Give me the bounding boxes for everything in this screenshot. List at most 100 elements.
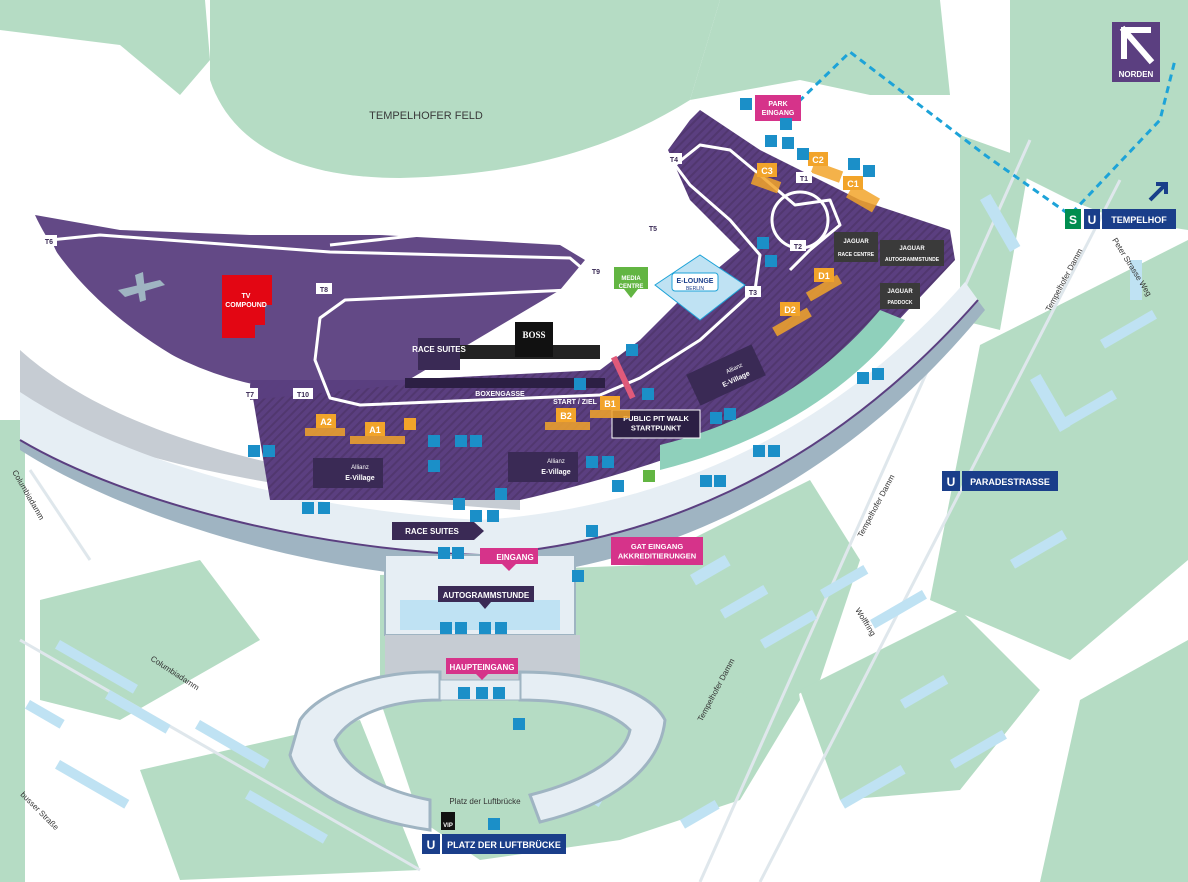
svg-text:AUTOGRAMMSTUNDE: AUTOGRAMMSTUNDE bbox=[885, 257, 940, 263]
accessible-icon bbox=[572, 570, 584, 582]
platz-text-label: Platz der Luftbrücke bbox=[449, 797, 521, 806]
food-icon bbox=[710, 412, 722, 424]
north-label: NORDEN bbox=[1119, 70, 1154, 79]
facility-icons bbox=[248, 98, 884, 830]
screen-icon bbox=[428, 435, 440, 447]
food-icon bbox=[765, 135, 777, 147]
ticket-icon bbox=[780, 118, 792, 130]
svg-text:Allianz: Allianz bbox=[351, 465, 369, 471]
race-track bbox=[48, 143, 842, 407]
svg-text:A2: A2 bbox=[320, 417, 332, 427]
grandstand-c1[interactable]: C1 bbox=[843, 176, 880, 213]
svg-text:C2: C2 bbox=[812, 155, 824, 165]
turn-markers: T1 T2 T3 T4 T5 T6 T7 T8 T9 T10 bbox=[41, 153, 812, 399]
euro-icon bbox=[493, 687, 505, 699]
svg-text:B1: B1 bbox=[604, 399, 616, 409]
ticket-icon bbox=[458, 687, 470, 699]
race-suites-top: RACE SUITES bbox=[412, 338, 467, 370]
autogrammstunde: AUTOGRAMMSTUNDE bbox=[438, 586, 534, 609]
grandstand-a1[interactable]: A1 bbox=[350, 422, 405, 444]
station-platz-der-luftbruecke[interactable]: U PLATZ DER LUFTBRÜCKE bbox=[422, 834, 566, 854]
plane-icon bbox=[118, 272, 165, 302]
svg-text:T8: T8 bbox=[320, 287, 328, 294]
tempelhofer-feld-label: TEMPELHOFER FELD bbox=[369, 110, 483, 122]
accessible-icon bbox=[495, 622, 507, 634]
svg-text:U: U bbox=[947, 475, 956, 489]
grandstand-a2[interactable]: A2 bbox=[305, 414, 345, 436]
vip-parking: VIP bbox=[441, 812, 455, 830]
turn-t5: T5 bbox=[645, 222, 661, 233]
turn-t7: T7 bbox=[242, 388, 258, 399]
grandstand-d2[interactable]: D2 bbox=[772, 302, 812, 337]
tempelhof-label: TEMPELHOF bbox=[1111, 215, 1167, 225]
accessible-icon bbox=[626, 344, 638, 356]
svg-text:U: U bbox=[1088, 213, 1097, 227]
north-indicator: NORDEN bbox=[1112, 22, 1160, 82]
toilet-icon bbox=[753, 445, 765, 457]
screen-icon bbox=[455, 435, 467, 447]
grandstand-c2[interactable]: C2 bbox=[808, 152, 844, 183]
svg-text:JAGUAR: JAGUAR bbox=[887, 289, 913, 295]
grandstand-d1[interactable]: D1 bbox=[805, 268, 843, 302]
e-lounge-sub-label: BERLIN bbox=[686, 286, 704, 292]
svg-text:T4: T4 bbox=[670, 157, 678, 164]
svg-text:T3: T3 bbox=[749, 290, 757, 297]
station-tempelhof[interactable]: S U TEMPELHOF bbox=[1065, 182, 1176, 229]
eingang[interactable]: EINGANG bbox=[480, 548, 538, 571]
toilet-icon bbox=[263, 445, 275, 457]
north-arrow-icon bbox=[1119, 25, 1155, 65]
e-village-3: Allianz E-Village bbox=[686, 344, 766, 406]
water-icon bbox=[302, 502, 314, 514]
info-icon bbox=[470, 510, 482, 522]
jaguar-race-centre: JAGUAR RACE CENTRE bbox=[834, 232, 878, 262]
svg-text:S: S bbox=[1069, 213, 1077, 227]
grandstand-b1[interactable]: B1 bbox=[590, 396, 630, 418]
toilet-icon bbox=[479, 622, 491, 634]
accessible-icon bbox=[404, 418, 416, 430]
walking-route bbox=[788, 50, 1177, 217]
station-paradestrasse[interactable]: U PARADESTRASSE bbox=[942, 471, 1058, 491]
accessible-icon bbox=[872, 368, 884, 380]
svg-text:T6: T6 bbox=[45, 239, 53, 246]
vip-label: VIP bbox=[443, 823, 453, 829]
toilet-icon bbox=[848, 158, 860, 170]
e-village-2: Allianz E-Village bbox=[508, 452, 578, 482]
grandstand-b2[interactable]: B2 bbox=[545, 408, 590, 430]
streets bbox=[19, 139, 1122, 882]
toilet-icon bbox=[782, 137, 794, 149]
toilet-icon bbox=[440, 622, 452, 634]
svg-text:T7: T7 bbox=[246, 392, 254, 399]
turn-t4: T4 bbox=[666, 153, 682, 164]
accessible-icon bbox=[452, 547, 464, 559]
boss-box: BOSS bbox=[515, 322, 553, 357]
turn-t6: T6 bbox=[41, 235, 57, 246]
e-lounge-label: E-LOUNGE bbox=[677, 278, 714, 285]
toilet-icon bbox=[438, 547, 450, 559]
taxi-icon bbox=[488, 818, 500, 830]
turn-t2: T2 bbox=[790, 240, 806, 251]
svg-text:A1: A1 bbox=[369, 425, 381, 435]
svg-text:T1: T1 bbox=[800, 176, 808, 183]
screen-icon bbox=[757, 237, 769, 249]
svg-text:C3: C3 bbox=[761, 166, 773, 176]
haupteingang[interactable]: HAUPTEINGANG bbox=[446, 658, 518, 680]
accessible-icon bbox=[714, 475, 726, 487]
toilet-icon bbox=[700, 475, 712, 487]
start-line-marker bbox=[610, 355, 636, 400]
svg-text:JAGUAR: JAGUAR bbox=[843, 239, 869, 245]
svg-text:B2: B2 bbox=[560, 411, 572, 421]
platz-der-luftbruecke-label: PLATZ DER LUFTBRÜCKE bbox=[447, 840, 561, 850]
euro-icon bbox=[487, 510, 499, 522]
e-lounge: E-LOUNGE BERLIN bbox=[654, 254, 746, 321]
grandstand-c3[interactable]: C3 bbox=[750, 163, 782, 194]
bike-icon bbox=[740, 98, 752, 110]
grandstand-markers: A1 A2 B1 B2 C1 C2 C3 D1 D2 bbox=[305, 152, 880, 444]
arrow-up-right-icon bbox=[1148, 182, 1168, 202]
euro-icon bbox=[797, 148, 809, 160]
svg-text:D2: D2 bbox=[784, 305, 796, 315]
